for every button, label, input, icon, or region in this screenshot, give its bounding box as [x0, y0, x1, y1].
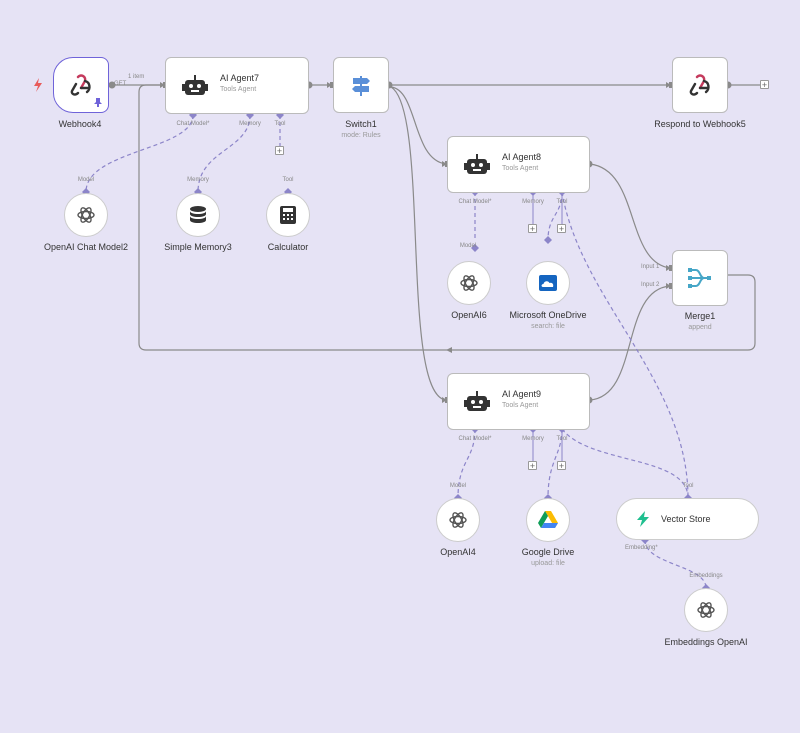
calculator-icon — [280, 206, 296, 224]
ai-agent8-node[interactable]: AI Agent8 Tools Agent — [447, 136, 590, 193]
ai-agent9-node[interactable]: AI Agent9 Tools Agent — [447, 373, 590, 430]
agent8-port-chat-model: Chat Model* — [458, 199, 492, 205]
ai-agent8-title: AI Agent8 — [502, 151, 542, 162]
ai-agent7-node[interactable]: AI Agent7 Tools Agent — [165, 57, 309, 114]
webhook-method-label: GET — [114, 81, 127, 87]
dash-vector-embeddings — [644, 539, 707, 589]
webhook4-label: Webhook4 — [58, 119, 102, 129]
ai-agent9-title: AI Agent9 — [502, 388, 542, 399]
ai-agent9-subtitle: Tools Agent — [502, 401, 539, 409]
agent7-port-chat-model: Chat Model* — [176, 121, 210, 127]
openai-chat-model2-node[interactable] — [64, 193, 108, 237]
openai6-label: OpenAI6 — [451, 310, 487, 320]
ai-agent8-subtitle: Tools Agent — [502, 164, 539, 172]
simple-memory3-node[interactable] — [176, 193, 220, 237]
switch1-label: Switch1 — [345, 119, 377, 129]
openai-icon — [449, 512, 467, 528]
merge1-sublabel: append — [688, 324, 712, 331]
lightning-icon — [637, 511, 649, 527]
signpost-icon — [352, 76, 370, 96]
merge-icon — [688, 268, 711, 288]
openai-icon — [460, 275, 478, 291]
respond-add-node-button[interactable]: + — [760, 80, 769, 90]
embeddings-openai-label: Embeddings OpenAI — [664, 637, 748, 647]
agent9-port-memory: Memory — [522, 436, 544, 442]
agent8-add-memory-button[interactable]: + — [528, 224, 537, 234]
google-drive-sublabel: upload: file — [531, 560, 565, 567]
agent9-port-tool: Tool — [556, 436, 568, 442]
openai6-node[interactable] — [447, 261, 491, 305]
webhook4-node[interactable] — [53, 57, 109, 113]
dash-agent9-gdrive — [547, 428, 563, 499]
simple-memory3-label: Simple Memory3 — [164, 242, 232, 252]
embeddings-port-label: Embeddings — [689, 573, 723, 579]
agent7-port-tool: Tool — [274, 121, 286, 127]
switch1-sublabel: mode: Rules — [341, 132, 381, 139]
tool-port-label: Tool — [282, 177, 294, 183]
merge1-input2-label: Input 2 — [641, 282, 660, 288]
embeddings-openai-node[interactable] — [684, 588, 728, 632]
ai-agent7-title: AI Agent7 — [220, 72, 260, 83]
robot-icon — [464, 153, 490, 174]
google-drive-icon — [538, 511, 558, 528]
agent7-port-memory: Memory — [239, 121, 261, 127]
dash-agent8-onedrive — [547, 191, 563, 241]
openai4-label: OpenAI4 — [440, 547, 476, 557]
model-port-label: Model — [449, 483, 467, 489]
agent8-port-memory: Memory — [522, 199, 544, 205]
google-drive-label: Google Drive — [521, 547, 575, 557]
agent9-add-memory-button[interactable]: + — [528, 461, 537, 471]
openai4-node[interactable] — [436, 498, 480, 542]
dash-agent9-vector — [561, 428, 689, 499]
ai-agent7-subtitle: Tools Agent — [220, 85, 257, 93]
model-port-label: Model — [77, 177, 95, 183]
edge-agent8-merge1 — [589, 163, 671, 269]
microsoft-onedrive-label: Microsoft OneDrive — [509, 310, 587, 320]
edge-switch1-agent8 — [390, 86, 447, 165]
openai-icon — [697, 602, 715, 618]
calculator-label: Calculator — [267, 242, 309, 252]
respond-webhook5-label: Respond to Webhook5 — [654, 119, 746, 129]
dash-agent9-model — [457, 428, 476, 499]
webhook-icon — [70, 74, 91, 96]
microsoft-onedrive-node[interactable] — [526, 261, 570, 305]
vector-store-node[interactable]: Vector Store — [616, 498, 759, 540]
merge1-label: Merge1 — [684, 311, 716, 321]
database-icon — [190, 206, 206, 223]
onedrive-icon — [539, 275, 557, 291]
robot-icon — [182, 74, 208, 95]
respond-webhook5-node[interactable] — [672, 57, 728, 113]
dash-agent8-vector — [561, 191, 689, 499]
merge1-input1-label: Input 1 — [641, 264, 660, 270]
dash-agent7-memory — [197, 114, 251, 193]
edge-items-label: 1 item — [128, 74, 145, 80]
agent7-add-tool-button[interactable]: + — [275, 146, 284, 156]
google-drive-node[interactable] — [526, 498, 570, 542]
agent9-add-tool-button[interactable]: + — [557, 461, 566, 471]
openai-icon — [77, 207, 95, 223]
model-port-label: Model — [459, 243, 477, 249]
pin-icon — [94, 98, 102, 107]
edge-agent9-merge1 — [589, 285, 671, 401]
vector-store-title: Vector Store — [661, 514, 711, 524]
memory-port-label: Memory — [187, 177, 209, 183]
merge1-node[interactable] — [672, 250, 728, 306]
openai-chat-model2-label: OpenAI Chat Model2 — [43, 242, 129, 252]
microsoft-onedrive-sublabel: search: file — [531, 323, 565, 330]
edge-switch1-agent9 — [390, 86, 447, 401]
tool-port-label: Tool — [682, 483, 694, 489]
switch1-node[interactable] — [333, 57, 389, 113]
agent8-port-tool: Tool — [556, 199, 568, 205]
webhook-icon — [689, 74, 710, 96]
bolt-icon — [34, 78, 42, 92]
calculator-node[interactable] — [266, 193, 310, 237]
robot-icon — [464, 390, 490, 411]
embedding-port-label: Embedding* — [625, 545, 658, 551]
agent9-port-chat-model: Chat Model* — [458, 436, 492, 442]
agent8-add-tool-button[interactable]: + — [557, 224, 566, 234]
